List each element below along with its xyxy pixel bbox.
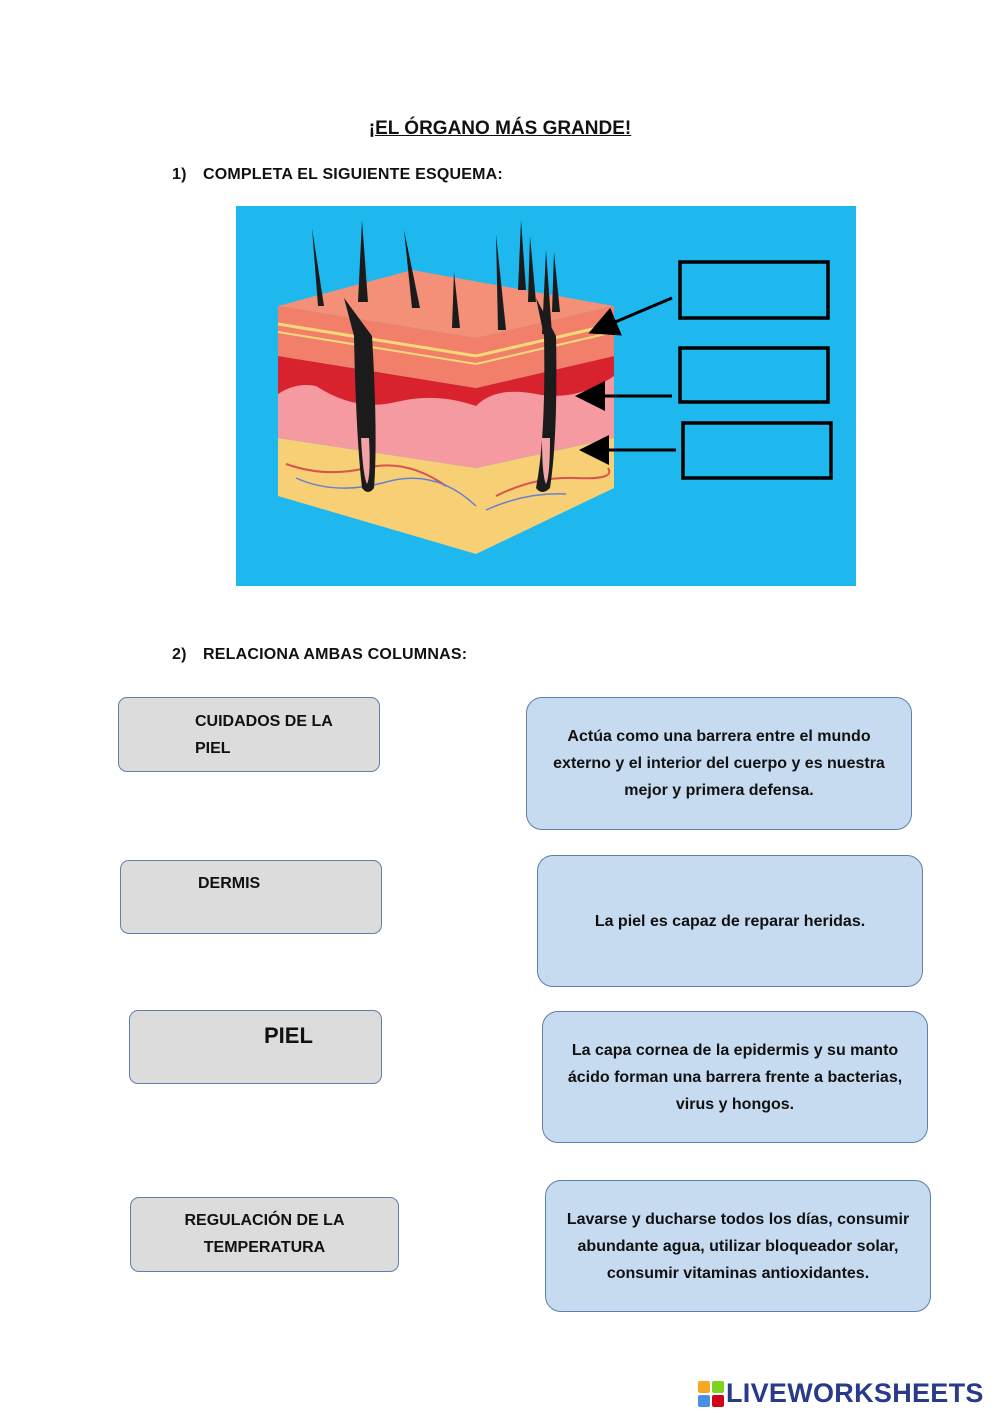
question-2: 2) RELACIONA AMBAS COLUMNAS: — [172, 646, 467, 664]
question-1-text: COMPLETA EL SIGUIENTE ESQUEMA: — [203, 166, 503, 183]
left-item-label: PIEL — [195, 740, 231, 757]
right-item-text: Actúa como una barrera entre el mundo ex… — [553, 728, 885, 799]
right-item-capa-cornea[interactable]: La capa cornea de la epidermis y su mant… — [542, 1011, 928, 1143]
skin-diagram — [236, 206, 856, 586]
right-item-reparar[interactable]: La piel es capaz de reparar heridas. — [537, 855, 923, 987]
arrow-epidermis — [588, 296, 673, 336]
liveworksheets-logo: LIVEWORKSHEETS — [698, 1378, 984, 1409]
liveworksheets-logo-icon — [698, 1380, 724, 1407]
right-item-text: La piel es capaz de reparar heridas. — [594, 912, 866, 930]
right-item-text: Lavarse y ducharse todos los días, consu… — [566, 1210, 910, 1282]
left-item-piel[interactable]: PIEL — [129, 1010, 382, 1084]
left-item-cuidados[interactable]: CUIDADOS DE LA PIEL — [118, 697, 380, 772]
answer-box-3 — [681, 421, 833, 480]
hair-follicle — [536, 298, 557, 492]
question-1-number: 1) — [172, 166, 187, 183]
answer-box-1 — [678, 260, 830, 320]
right-item-text: La capa cornea de la epidermis y su mant… — [567, 1041, 903, 1113]
right-item-lavarse[interactable]: Lavarse y ducharse todos los días, consu… — [545, 1180, 931, 1312]
left-item-label: DERMIS — [198, 875, 261, 892]
left-item-label: CUIDADOS DE LA — [195, 713, 333, 730]
question-2-number: 2) — [172, 646, 187, 663]
left-item-label: PIEL — [264, 1023, 313, 1048]
left-item-dermis[interactable]: DERMIS — [120, 860, 382, 934]
skin-layers-illustration — [236, 206, 856, 586]
hair-strands — [312, 220, 560, 334]
question-1: 1) COMPLETA EL SIGUIENTE ESQUEMA: — [172, 166, 503, 184]
left-item-regulacion[interactable]: REGULACIÓN DE LA TEMPERATURA — [130, 1197, 399, 1272]
answer-box-2 — [678, 346, 830, 404]
left-item-label: TEMPERATURA — [203, 1239, 326, 1256]
liveworksheets-logo-text: LIVEWORKSHEETS — [726, 1378, 984, 1408]
question-2-text: RELACIONA AMBAS COLUMNAS: — [203, 646, 468, 663]
left-item-label: REGULACIÓN DE LA — [184, 1212, 345, 1229]
right-item-barrera[interactable]: Actúa como una barrera entre el mundo ex… — [526, 697, 912, 830]
worksheet-title: ¡EL ÓRGANO MÁS GRANDE! — [368, 118, 632, 139]
